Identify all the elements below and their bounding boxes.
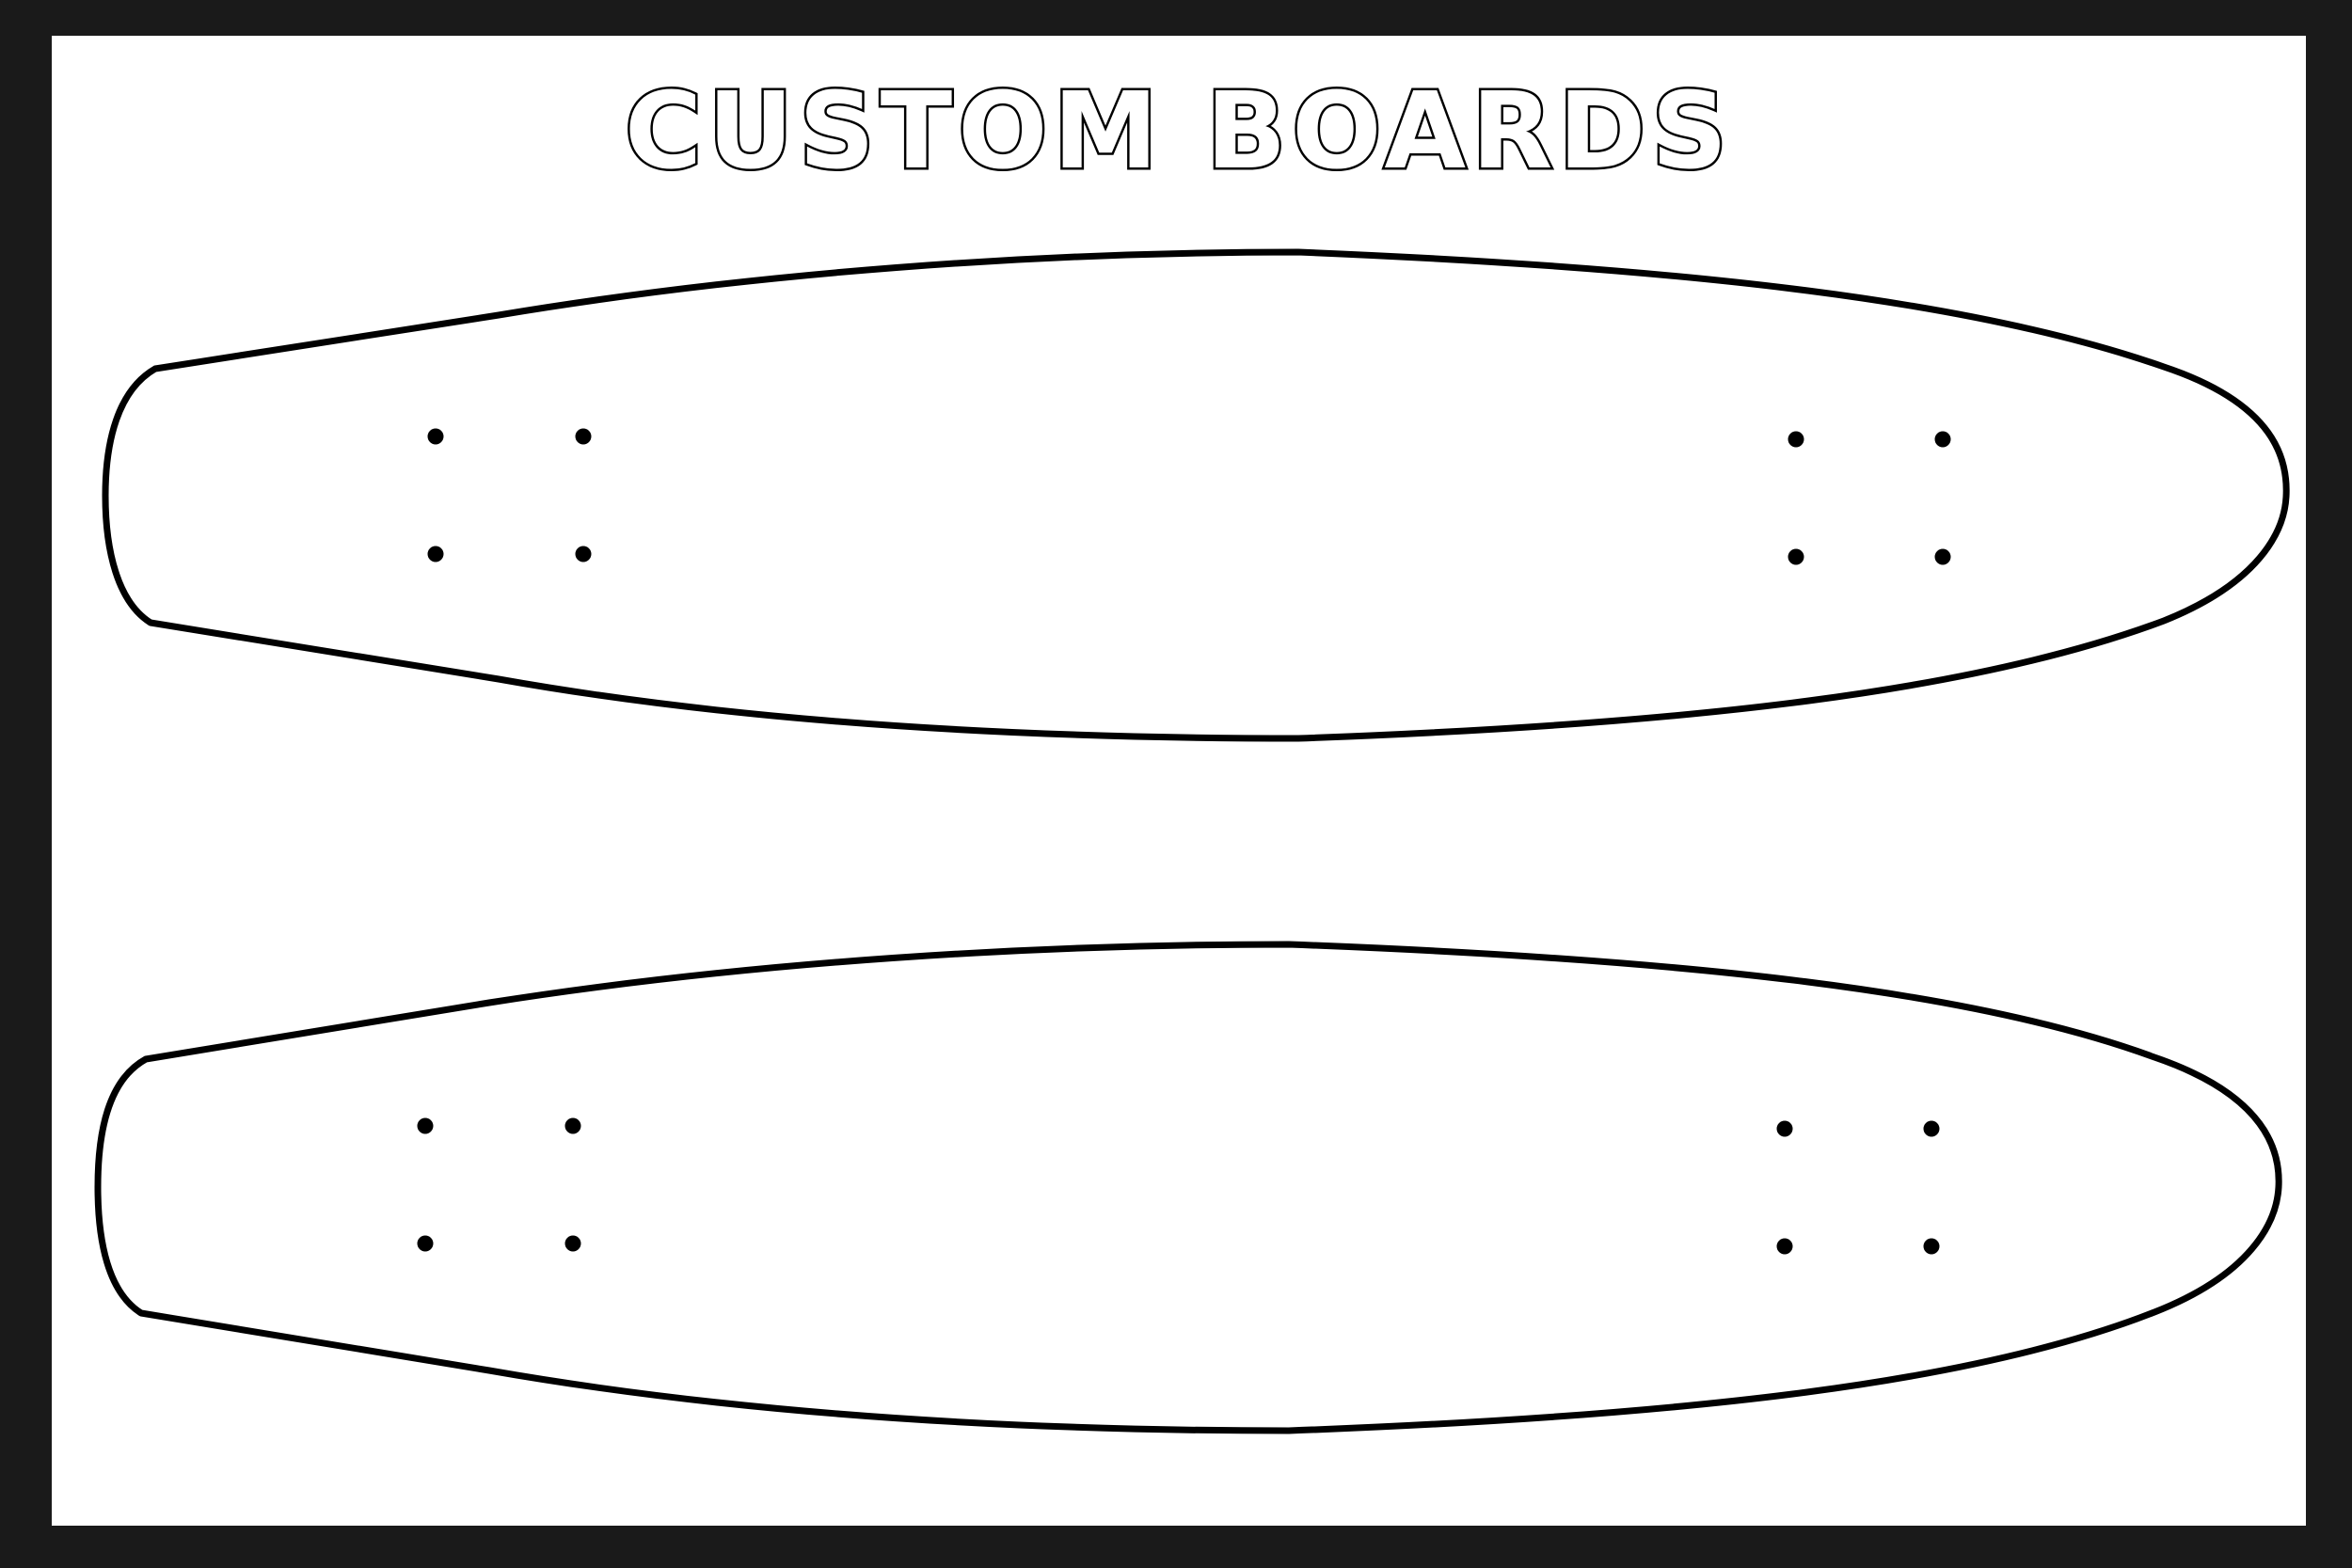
truck-hole — [1934, 431, 1951, 448]
truck-holes-right — [1776, 1120, 1940, 1255]
truck-hole — [417, 1235, 434, 1252]
truck-hole — [1934, 548, 1951, 565]
truck-hole — [417, 1117, 434, 1134]
truck-hole — [1788, 548, 1804, 565]
truck-hole — [564, 1117, 581, 1134]
skateboard-deck-top — [102, 248, 2290, 742]
truck-hole — [427, 428, 444, 445]
truck-hole — [575, 428, 592, 445]
truck-hole — [564, 1235, 581, 1252]
truck-hole — [427, 546, 444, 562]
page-title: CUSTOM BOARDS — [625, 71, 1733, 193]
truck-hole — [1923, 1120, 1940, 1137]
truck-hole — [1776, 1120, 1793, 1137]
deck-outline — [102, 248, 2290, 742]
skateboard-deck-bottom — [94, 941, 2282, 1434]
truck-hole — [575, 546, 592, 562]
truck-hole — [1923, 1238, 1940, 1255]
title-banner: CUSTOM BOARDS — [52, 64, 2306, 205]
truck-holes-left — [427, 428, 592, 562]
truck-holes-left — [417, 1117, 581, 1252]
truck-hole — [1776, 1238, 1793, 1255]
truck-holes-right — [1788, 431, 1951, 565]
truck-hole — [1788, 431, 1804, 448]
deck-outline — [94, 941, 2282, 1434]
